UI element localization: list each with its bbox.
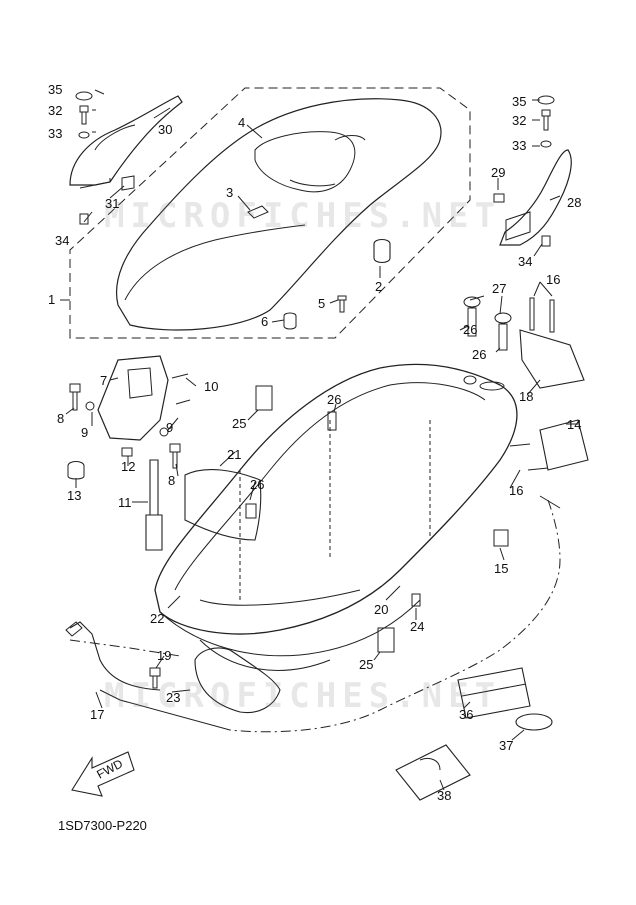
callout-9-left: 9 — [81, 425, 89, 440]
watermark-top: MICROFICHES.NET — [104, 196, 502, 236]
callout-12: 12 — [121, 459, 136, 474]
callout-14: 14 — [567, 417, 582, 432]
storage-box — [154, 363, 518, 635]
callout-32-right: 32 — [512, 113, 527, 128]
callout-33-right: 33 — [512, 138, 527, 153]
seat — [116, 98, 442, 331]
callout-7: 7 — [100, 373, 108, 388]
o-ring-37 — [515, 713, 553, 731]
callout-35-left: 35 — [48, 82, 63, 97]
callout-5: 5 — [318, 296, 326, 311]
callout-16-top: 16 — [546, 272, 561, 287]
callout-34-right: 34 — [518, 254, 533, 269]
callout-9-right: 9 — [166, 420, 174, 435]
callout-26-left: 26 — [250, 477, 265, 492]
callout-35-right: 35 — [512, 94, 527, 109]
bracket-18 — [519, 329, 585, 389]
callout-24: 24 — [410, 619, 425, 634]
callout-11: 11 — [118, 495, 132, 510]
callout-31: 31 — [105, 196, 120, 211]
callout-16-bottom: 16 — [509, 483, 524, 498]
callout-25-lower: 25 — [359, 657, 374, 672]
callout-19: 19 — [157, 648, 172, 663]
callout-10: 10 — [204, 379, 219, 394]
callout-26-right-a: 26 — [463, 322, 478, 337]
bracket-14 — [539, 419, 589, 471]
callout-28: 28 — [567, 195, 582, 210]
callout-21: 21 — [227, 447, 242, 462]
callout-33-left: 33 — [48, 126, 63, 141]
callout-23: 23 — [166, 690, 181, 705]
callout-15: 15 — [494, 561, 509, 576]
tag-25-lower — [377, 627, 395, 653]
watermark-bottom: MICROFICHES.NET — [104, 676, 502, 716]
card-38 — [395, 744, 471, 801]
gas-strut — [145, 459, 163, 551]
callout-22: 22 — [150, 611, 165, 626]
cable-17 — [69, 621, 161, 691]
manual-36 — [457, 667, 531, 719]
right-grab-bar — [499, 149, 572, 246]
drawing-number: 1SD7300-P220 — [58, 818, 147, 833]
seat-tag — [247, 205, 269, 219]
callout-4: 4 — [238, 115, 246, 130]
callout-1: 1 — [48, 292, 56, 307]
callout-29: 29 — [491, 165, 506, 180]
seat-lock-cable — [229, 499, 561, 733]
seat-lock-bracket — [97, 355, 169, 441]
callout-37: 37 — [499, 738, 514, 753]
callout-32-left: 32 — [48, 103, 63, 118]
callout-30: 30 — [158, 122, 173, 137]
callout-26-mid: 26 — [327, 392, 342, 407]
callout-20: 20 — [374, 602, 389, 617]
callout-34-left: 34 — [55, 233, 70, 248]
pad-21 — [184, 469, 262, 541]
seat-group-outline — [69, 87, 471, 339]
callout-13: 13 — [67, 488, 82, 503]
callout-25-upper: 25 — [232, 416, 247, 431]
fwd-arrow — [71, 751, 135, 797]
callout-2: 2 — [375, 279, 383, 294]
callout-6: 6 — [261, 314, 269, 329]
callout-27: 27 — [492, 281, 507, 296]
callout-17: 17 — [90, 707, 105, 722]
callout-38: 38 — [437, 788, 452, 803]
callout-36: 36 — [459, 707, 474, 722]
callout-18: 18 — [519, 389, 534, 404]
left-grab-bar — [69, 95, 183, 186]
callout-8-right: 8 — [168, 473, 176, 488]
callout-3: 3 — [226, 185, 234, 200]
tag-25-upper — [255, 385, 273, 411]
seat-damper — [373, 238, 391, 264]
pad-23 — [194, 647, 281, 714]
callout-26-right-b: 26 — [472, 347, 487, 362]
callout-8-left: 8 — [57, 411, 65, 426]
